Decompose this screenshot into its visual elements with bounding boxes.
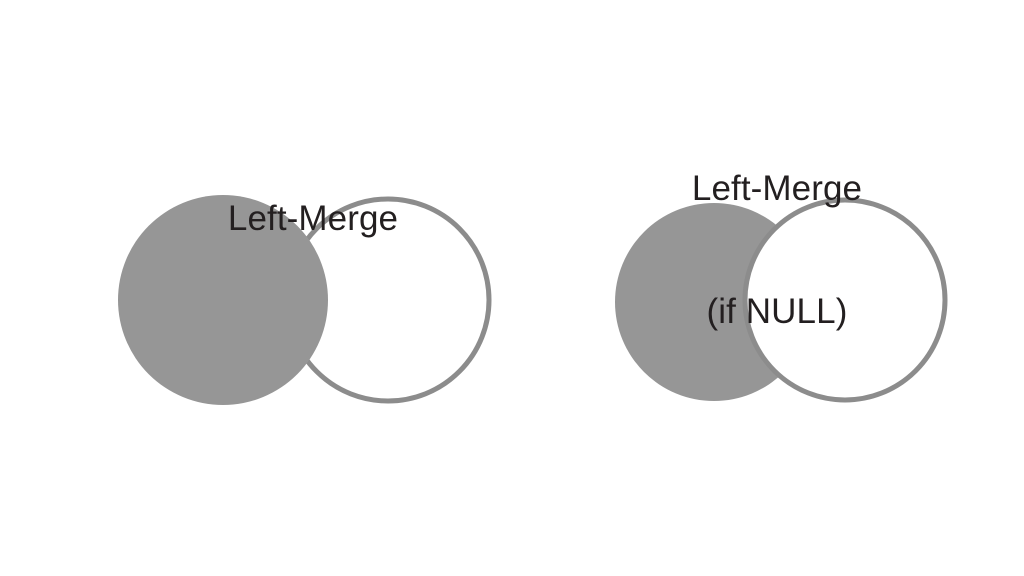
title-line-2: (if NULL) [706,292,848,332]
figure-title-left-merge-if-null: Left-Merge (if NULL) [627,85,927,415]
venn-diagram-left-merge-if-null[interactable] [595,180,975,430]
right-set-circle-outline [742,197,948,403]
figure-title-left-merge: Left-Merge [163,115,463,321]
venn-diagram-left-merge[interactable] [100,180,520,430]
title-line-1: Left-Merge [691,168,863,208]
title-line-1: Left-Merge [227,198,399,238]
left-set-circle-filled [118,195,328,405]
